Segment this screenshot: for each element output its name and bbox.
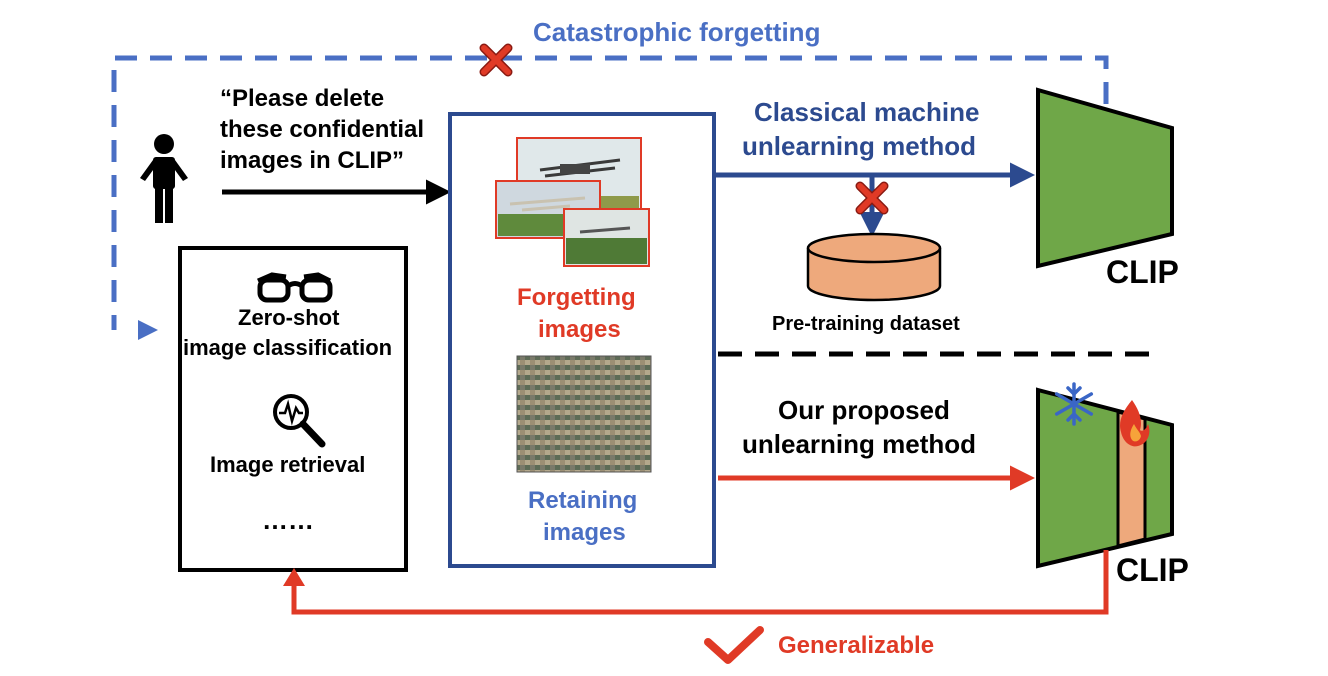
pretraining-dataset-label: Pre-training dataset bbox=[772, 313, 960, 335]
zero-shot-line2: image classification bbox=[183, 335, 393, 360]
generalizable-arrowhead bbox=[283, 568, 305, 586]
cross-icon bbox=[855, 181, 889, 215]
generalizable-path bbox=[291, 550, 1109, 615]
snowflake-icon bbox=[1054, 382, 1094, 426]
clip-model-top bbox=[1036, 87, 1174, 269]
zero-shot-line1: Zero-shot bbox=[238, 305, 340, 330]
catastrophic-forgetting-arrowhead bbox=[138, 320, 158, 340]
check-icon bbox=[704, 626, 764, 664]
generalizable-label: Generalizable bbox=[778, 632, 935, 659]
proposed-method-line1: Our proposed bbox=[778, 395, 950, 425]
person-icon bbox=[140, 134, 188, 223]
request-text-line2: these confidential bbox=[220, 116, 425, 143]
clip-top-label: CLIP bbox=[1106, 254, 1179, 290]
database-icon bbox=[806, 232, 942, 302]
retaining-images-line1: Retaining bbox=[528, 487, 638, 514]
request-text-line1: “Please delete bbox=[220, 85, 385, 112]
catastrophic-forgetting-label: Catastrophic forgetting bbox=[533, 17, 821, 47]
forgetting-images-line1: Forgetting bbox=[517, 284, 636, 311]
forgetting-photo-3 bbox=[563, 208, 650, 267]
magnifier-icon bbox=[273, 394, 326, 448]
catastrophic-forgetting-loop bbox=[111, 55, 1109, 330]
classical-method-line2: unlearning method bbox=[742, 131, 976, 161]
glasses-icon bbox=[257, 272, 333, 303]
classical-method-line1: Classical machine bbox=[754, 97, 980, 127]
ellipsis-label: …… bbox=[262, 505, 314, 535]
forgetting-images-line2: images bbox=[538, 316, 621, 343]
clip-bottom-label: CLIP bbox=[1116, 552, 1189, 588]
retaining-images-line2: images bbox=[543, 519, 626, 546]
fire-icon bbox=[1120, 400, 1150, 447]
downstream-tasks-box bbox=[178, 246, 408, 572]
request-text-line3: images in CLIP” bbox=[220, 147, 405, 174]
proposed-method-line2: unlearning method bbox=[742, 429, 976, 459]
image-retrieval-label: Image retrieval bbox=[210, 452, 366, 477]
cross-icon bbox=[479, 43, 513, 77]
clip-model-bottom bbox=[1036, 387, 1174, 569]
retaining-image-grid bbox=[516, 355, 652, 473]
